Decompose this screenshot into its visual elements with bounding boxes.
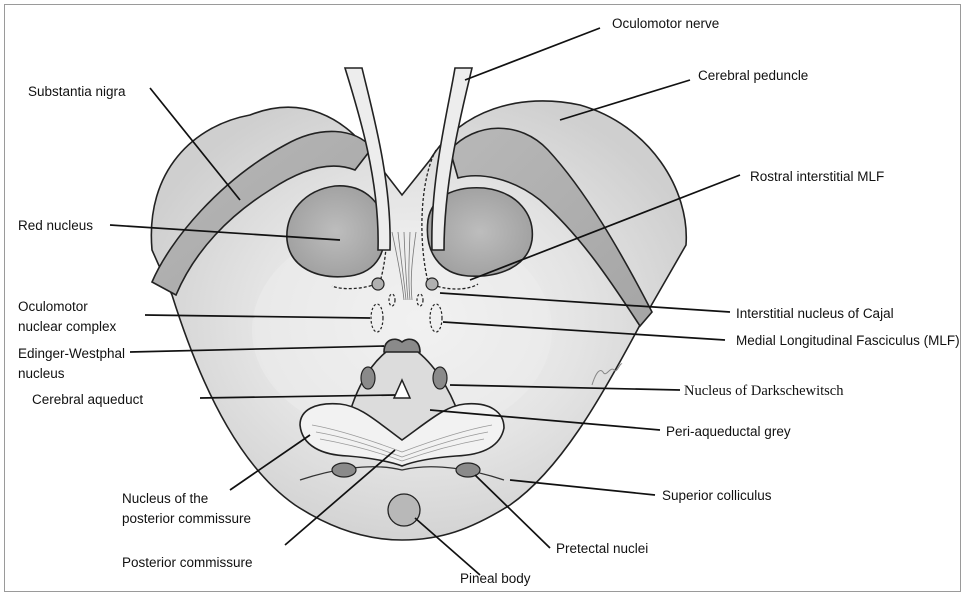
label-interstitial-nucleus-cajal: Interstitial nucleus of Cajal [736,306,894,321]
pretectal-nucleus-left [332,463,356,477]
darkschewitsch-right [433,367,447,389]
label-oculomotor-nerve: Oculomotor nerve [612,16,719,31]
label-edinger-westphal-line1: Edinger-Westphal [18,346,125,361]
label-mlf: Medial Longitudinal Fasciculus (MLF) [736,333,960,348]
label-pineal-body: Pineal body [460,571,531,586]
label-superior-colliculus: Superior colliculus [662,488,772,503]
label-rostral-interstitial-mlf: Rostral interstitial MLF [750,169,884,184]
label-oculomotor-line1: Oculomotor [18,299,88,314]
label-pretectal-nuclei: Pretectal nuclei [556,541,648,556]
label-posterior-commissure: Posterior commissure [122,555,253,570]
label-nucleus-darkschewitsch: Nucleus of Darkschewitsch [684,383,844,399]
cajal-nucleus-right [426,278,438,290]
label-red-nucleus: Red nucleus [18,218,93,233]
pretectal-nucleus-right [456,463,480,477]
label-substantia-nigra: Substantia nigra [28,84,126,99]
cajal-nucleus-left [372,278,384,290]
label-cerebral-aqueduct: Cerebral aqueduct [32,392,143,407]
label-peri-aqueductal-grey: Peri-aqueductal grey [666,424,791,439]
label-posterior-commissure-nucleus-line1: Nucleus of the [122,491,208,506]
pineal-body [388,494,420,526]
label-cerebral-peduncle: Cerebral peduncle [698,68,808,83]
label-posterior-commissure-nucleus-line2: posterior commissure [122,511,251,526]
darkschewitsch-left [361,367,375,389]
label-edinger-westphal-line2: nucleus [18,366,65,381]
label-oculomotor-line2: nuclear complex [18,319,117,334]
